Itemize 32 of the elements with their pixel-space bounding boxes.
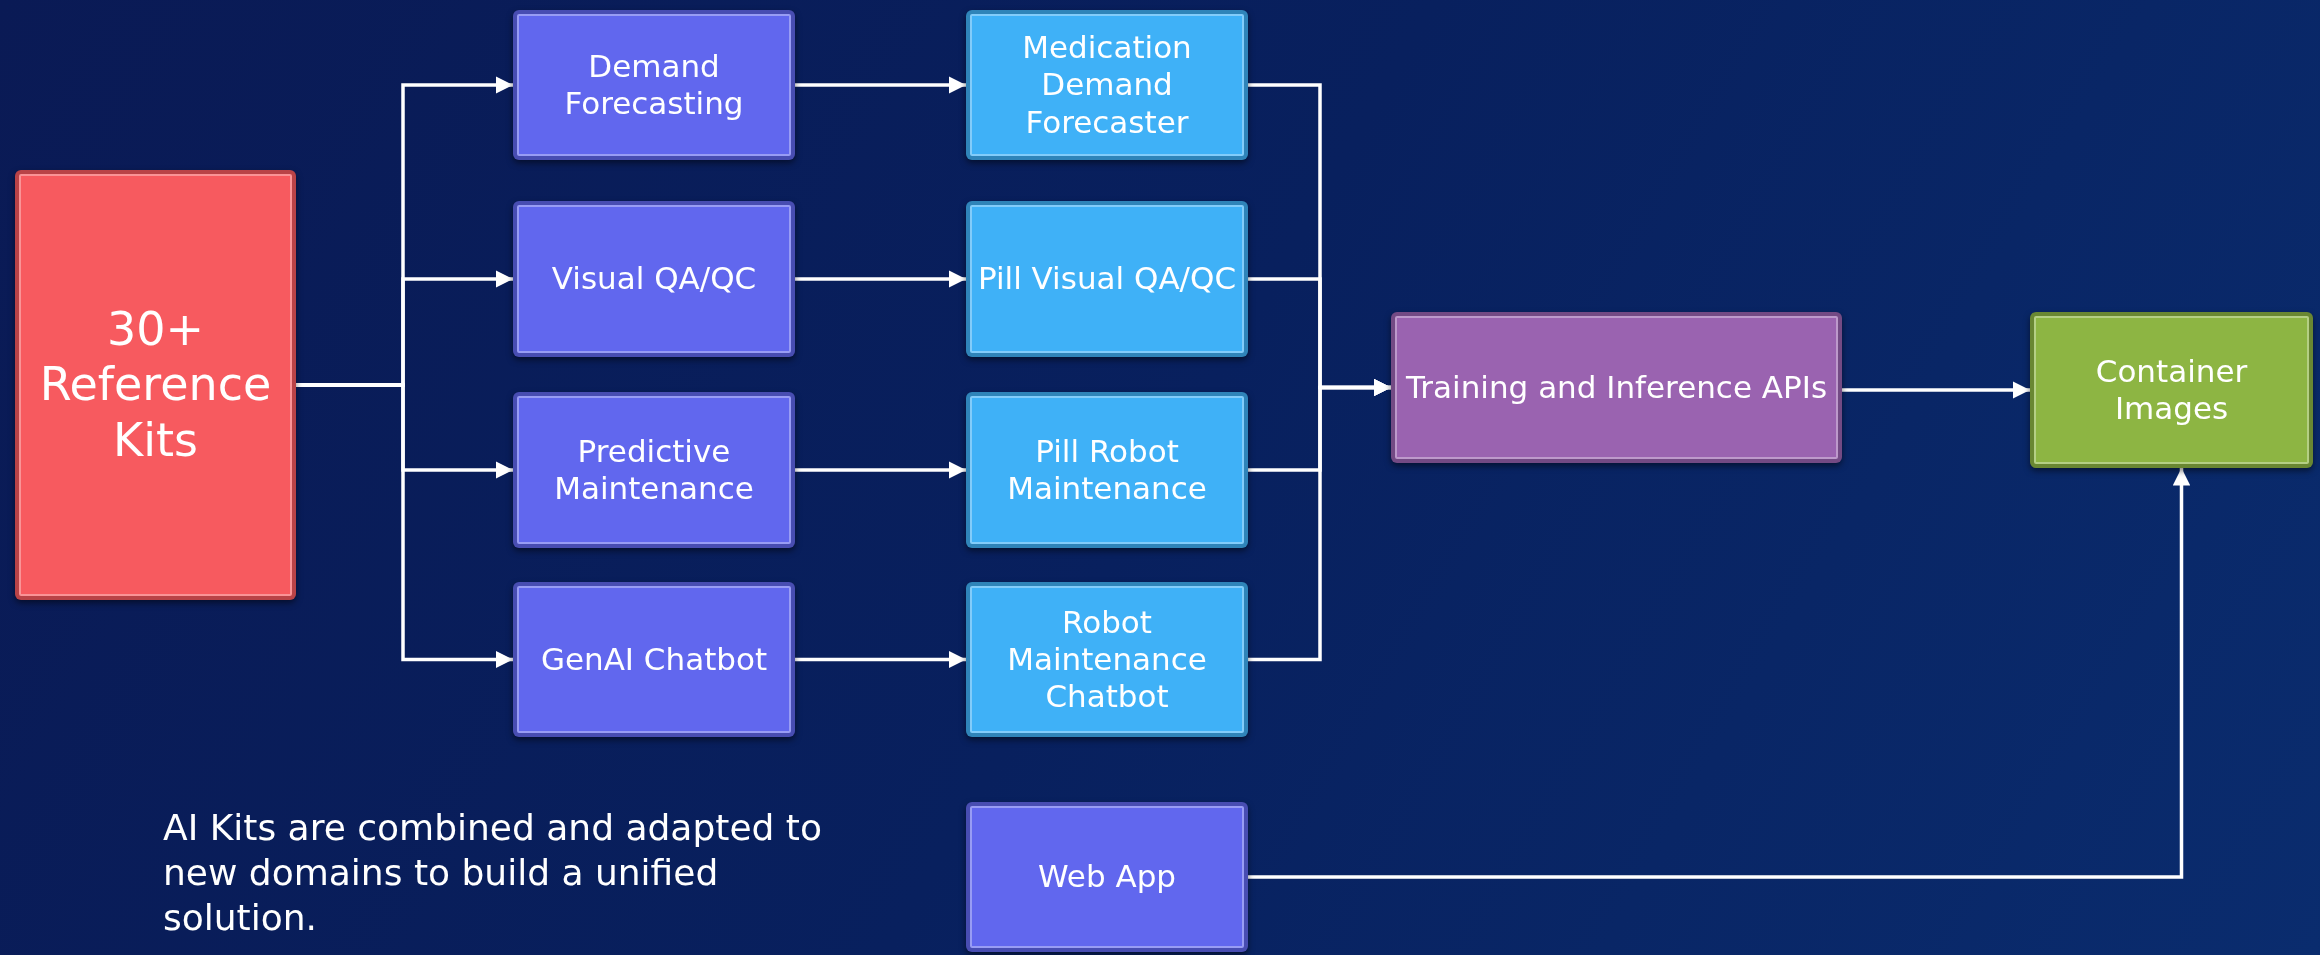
arrow — [1248, 468, 2191, 879]
box-label: Web App — [1038, 858, 1176, 896]
arrow — [795, 270, 966, 288]
box-label: Medication Demand Forecaster — [1021, 29, 1193, 141]
process-box — [966, 201, 1248, 357]
box-label: 30+ Reference Kits — [38, 302, 273, 468]
process-box — [15, 170, 296, 600]
arrow — [1842, 381, 2030, 399]
process-box — [2030, 312, 2313, 468]
box-label: Training and Inference APIs — [1405, 368, 1828, 407]
box-label: Pill Visual QA/QC — [977, 260, 1237, 298]
box-label: GenAI Chatbot — [540, 640, 768, 679]
box-label: Demand Forecasting — [563, 47, 745, 123]
box-label: Visual QA/QC — [551, 260, 757, 298]
arrow — [795, 650, 966, 669]
process-box — [966, 392, 1248, 548]
arrow — [1248, 378, 1391, 662]
process-box — [513, 392, 795, 548]
process-box — [513, 201, 795, 357]
process-box — [966, 582, 1248, 737]
process-box — [966, 802, 1248, 952]
process-box — [966, 10, 1248, 160]
note-text: AI Kits are combined and adapted to new domains to build a unified solution. — [163, 806, 823, 940]
process-box — [513, 10, 795, 160]
arrow — [795, 461, 966, 479]
box-label: Predictive Maintenance — [553, 432, 755, 508]
process-box — [513, 582, 795, 737]
box-label: Pill Robot Maintenance — [1006, 432, 1208, 508]
box-label: Container Images — [2094, 352, 2249, 428]
box-label: Robot Maintenance Chatbot — [1006, 603, 1208, 716]
process-box — [1391, 312, 1842, 463]
arrow — [795, 76, 966, 94]
